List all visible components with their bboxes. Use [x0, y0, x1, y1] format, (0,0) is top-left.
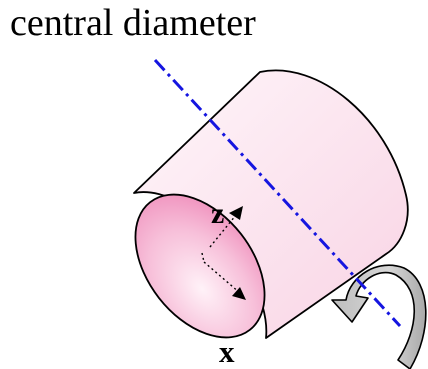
cylinder-front-face	[134, 193, 266, 339]
x-axis-label: x	[219, 334, 235, 369]
diagram-title: central diameter	[10, 2, 256, 44]
z-axis-label: z	[211, 197, 225, 230]
x-axis-arrow-icon	[201, 252, 246, 300]
z-axis-arrow-icon	[209, 206, 243, 248]
rotation-arrow-icon	[331, 264, 427, 369]
central-diameter-axis-line	[153, 58, 402, 328]
